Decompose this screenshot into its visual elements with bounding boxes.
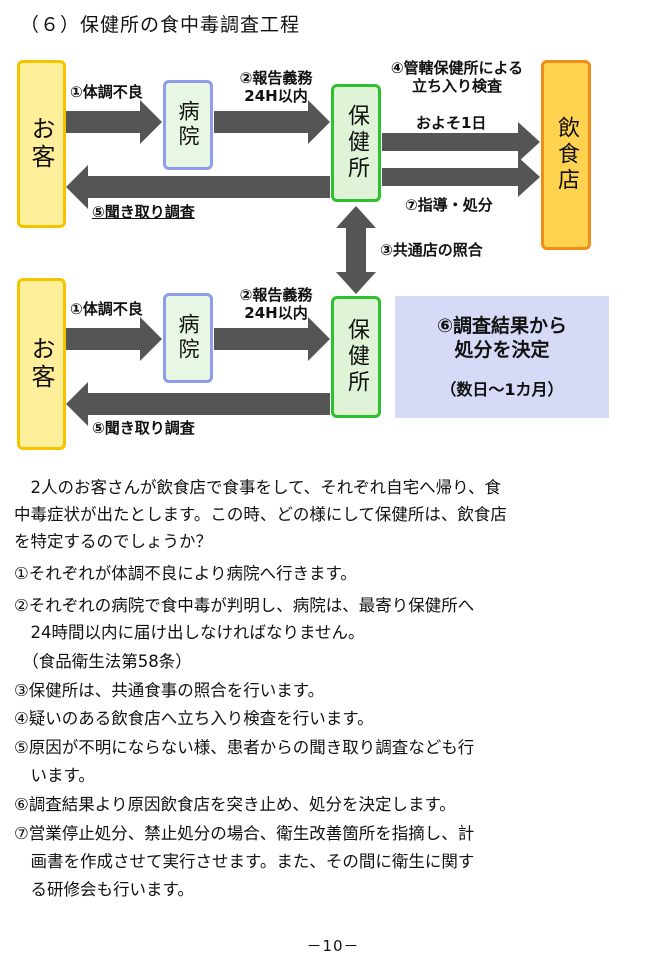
label-report-bottom: ②報告義務 24H以内 bbox=[226, 286, 326, 322]
label-inspection-line2: 立ち入り検査 bbox=[411, 77, 502, 95]
arrow-health-to-customer-bottom bbox=[66, 382, 330, 426]
paragraph-line: います。 bbox=[14, 766, 95, 785]
health-center-box-bottom: 保健所 bbox=[331, 296, 381, 418]
label-report-top: ②報告義務 24H以内 bbox=[226, 69, 326, 105]
arrow-customer-to-hospital-bottom bbox=[66, 317, 162, 361]
hospital-box-bottom: 病院 bbox=[163, 293, 213, 383]
paragraph-line: ①それぞれが体調不良により病院へ行きます。 bbox=[14, 564, 357, 583]
label-inspection: ④管轄保健所による 立ち入り検査 bbox=[372, 59, 542, 95]
label-about-one-day: およそ1日 bbox=[416, 114, 487, 132]
paragraph-line: ⑦営業停止処分、禁止処分の場合、衛生改善箇所を指摘し、計 bbox=[14, 824, 475, 843]
paragraph-line: （食品衛生法第58条） bbox=[14, 652, 192, 671]
result-line1: ⑥調査結果から bbox=[436, 315, 568, 337]
page-title: （６）保健所の食中毒調査工程 bbox=[20, 14, 301, 36]
arrow-health-to-restaurant-inspect bbox=[382, 122, 540, 162]
customer-box-bottom: お客 bbox=[17, 278, 66, 450]
flow-arrows bbox=[66, 100, 540, 426]
label-guidance: ⑦指導・処分 bbox=[405, 196, 493, 214]
label-sick-bottom: ①体調不良 bbox=[70, 300, 143, 318]
health-center-box-top: 保健所 bbox=[331, 84, 381, 202]
customer-box-top: お客 bbox=[17, 60, 66, 228]
page-number: －10－ bbox=[306, 937, 360, 955]
label-hearing-bottom: ⑤聞き取り調査 bbox=[92, 419, 195, 437]
paragraph-line: を特定するのでしょうか？ bbox=[14, 532, 212, 551]
label-report-line2-bottom: 24H以内 bbox=[244, 304, 308, 322]
hospital-box-top: 病院 bbox=[163, 80, 213, 170]
result-line2: 処分を決定 bbox=[454, 339, 550, 361]
arrow-hospital-to-health-bottom bbox=[214, 317, 330, 361]
paragraph-line: ③保健所は、共通食事の照合を行います。 bbox=[14, 681, 325, 700]
label-report-line1-bottom: ②報告義務 bbox=[239, 286, 313, 304]
arrow-health-matching bbox=[336, 206, 376, 294]
result-line3: （数日～1カ月） bbox=[440, 380, 564, 399]
paragraph-line: ②それぞれの病院で食中毒が判明し、病院は、最寄り保健所へ bbox=[14, 596, 475, 615]
label-report-line2: 24H以内 bbox=[244, 87, 308, 105]
paragraph-line: 中毒症状が出たとします。この時、どの様にして保健所は、飲食店 bbox=[14, 505, 507, 524]
label-inspection-line1: ④管轄保健所による bbox=[390, 59, 524, 77]
label-sick-top: ①体調不良 bbox=[70, 83, 143, 101]
paragraph-line: ④疑いのある飲食店へ立ち入り検査を行います。 bbox=[14, 709, 374, 728]
result-box: ⑥調査結果から 処分を決定 （数日～1カ月） bbox=[395, 296, 609, 418]
paragraph-line: 2人のお客さんが飲食店で食事をして、それぞれ自宅へ帰り、食 bbox=[14, 478, 502, 497]
label-matching: ③共通店の照合 bbox=[380, 241, 483, 259]
label-report-line1: ②報告義務 bbox=[239, 69, 313, 87]
arrow-customer-to-hospital-top bbox=[66, 100, 162, 144]
paragraph-line: ⑥調査結果より原因飲食店を突き止め、処分を決定します。 bbox=[14, 795, 456, 814]
label-hearing-top: ⑤聞き取り調査 bbox=[92, 203, 195, 221]
arrow-hospital-to-health-top bbox=[214, 100, 330, 144]
paragraph-line: ⑤原因が不明にならない様、患者からの聞き取り調査なども行 bbox=[14, 738, 475, 757]
paragraph-line: 画書を作成させて実行させます。また、その間に衛生に関す bbox=[14, 852, 475, 871]
restaurant-box: 飲食店 bbox=[541, 60, 591, 250]
paragraph-line: 24時間以内に届け出しなければなりません。 bbox=[14, 623, 365, 642]
arrow-health-to-customer-top bbox=[66, 165, 330, 209]
arrow-health-to-restaurant-guidance bbox=[382, 157, 540, 197]
paragraph-line: る研修会も行います。 bbox=[14, 880, 194, 899]
